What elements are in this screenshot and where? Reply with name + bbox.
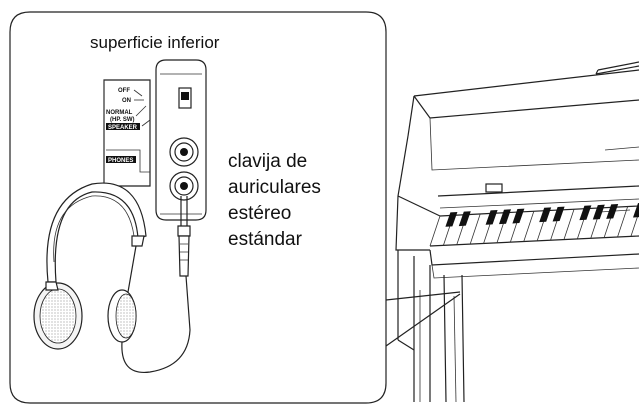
jack-label-line-2: auriculares [228, 177, 321, 198]
white-key-edge [630, 210, 639, 237]
black-key [633, 203, 639, 218]
phones-jack-1 [169, 137, 199, 167]
black-key [499, 209, 511, 225]
white-key-edge [523, 211, 535, 242]
phones-label: PHONES [108, 158, 133, 164]
black-key [592, 204, 605, 220]
black-key [512, 208, 525, 224]
jack-label: clavija de auriculares estéreo estándar [228, 151, 321, 250]
piano-illustration [395, 61, 639, 403]
white-key-edge [563, 209, 575, 240]
jack-label-line-3: estéreo [228, 203, 291, 224]
black-key [485, 209, 498, 225]
jack-device [155, 59, 207, 277]
on-label: ON [122, 98, 131, 104]
speaker-tag [106, 123, 140, 130]
jack-label-line-1: clavija de [228, 151, 307, 172]
black-key [458, 211, 471, 227]
white-key-edge [469, 213, 481, 245]
piano-white-keys [429, 206, 639, 247]
black-key [579, 205, 592, 221]
speaker-label: SPEAKER [108, 125, 138, 131]
headphone-cable [121, 275, 191, 374]
black-key [606, 204, 619, 219]
hp-sw-label: (HP. SW) [110, 117, 135, 123]
white-key-edge [429, 215, 441, 247]
right-earcup [107, 235, 145, 343]
off-label: OFF [118, 88, 130, 94]
normal-label: NORMAL [106, 110, 133, 116]
white-key-edge [617, 206, 628, 237]
phones-jack-2 [169, 171, 199, 201]
headphones-icon [33, 182, 191, 374]
black-key [445, 211, 458, 227]
left-earcup [33, 281, 83, 350]
callout-title: superficie inferior [90, 33, 220, 52]
phones-tag [106, 156, 136, 163]
black-key [539, 207, 552, 223]
piano-black-keys [445, 203, 639, 227]
callout-leader [385, 291, 461, 347]
black-key [552, 206, 565, 222]
jack-label-line-4: estándar [228, 229, 303, 250]
switch-panel: OFF ON NORMAL (HP. SW) SPEAKER PHONES [103, 79, 151, 187]
